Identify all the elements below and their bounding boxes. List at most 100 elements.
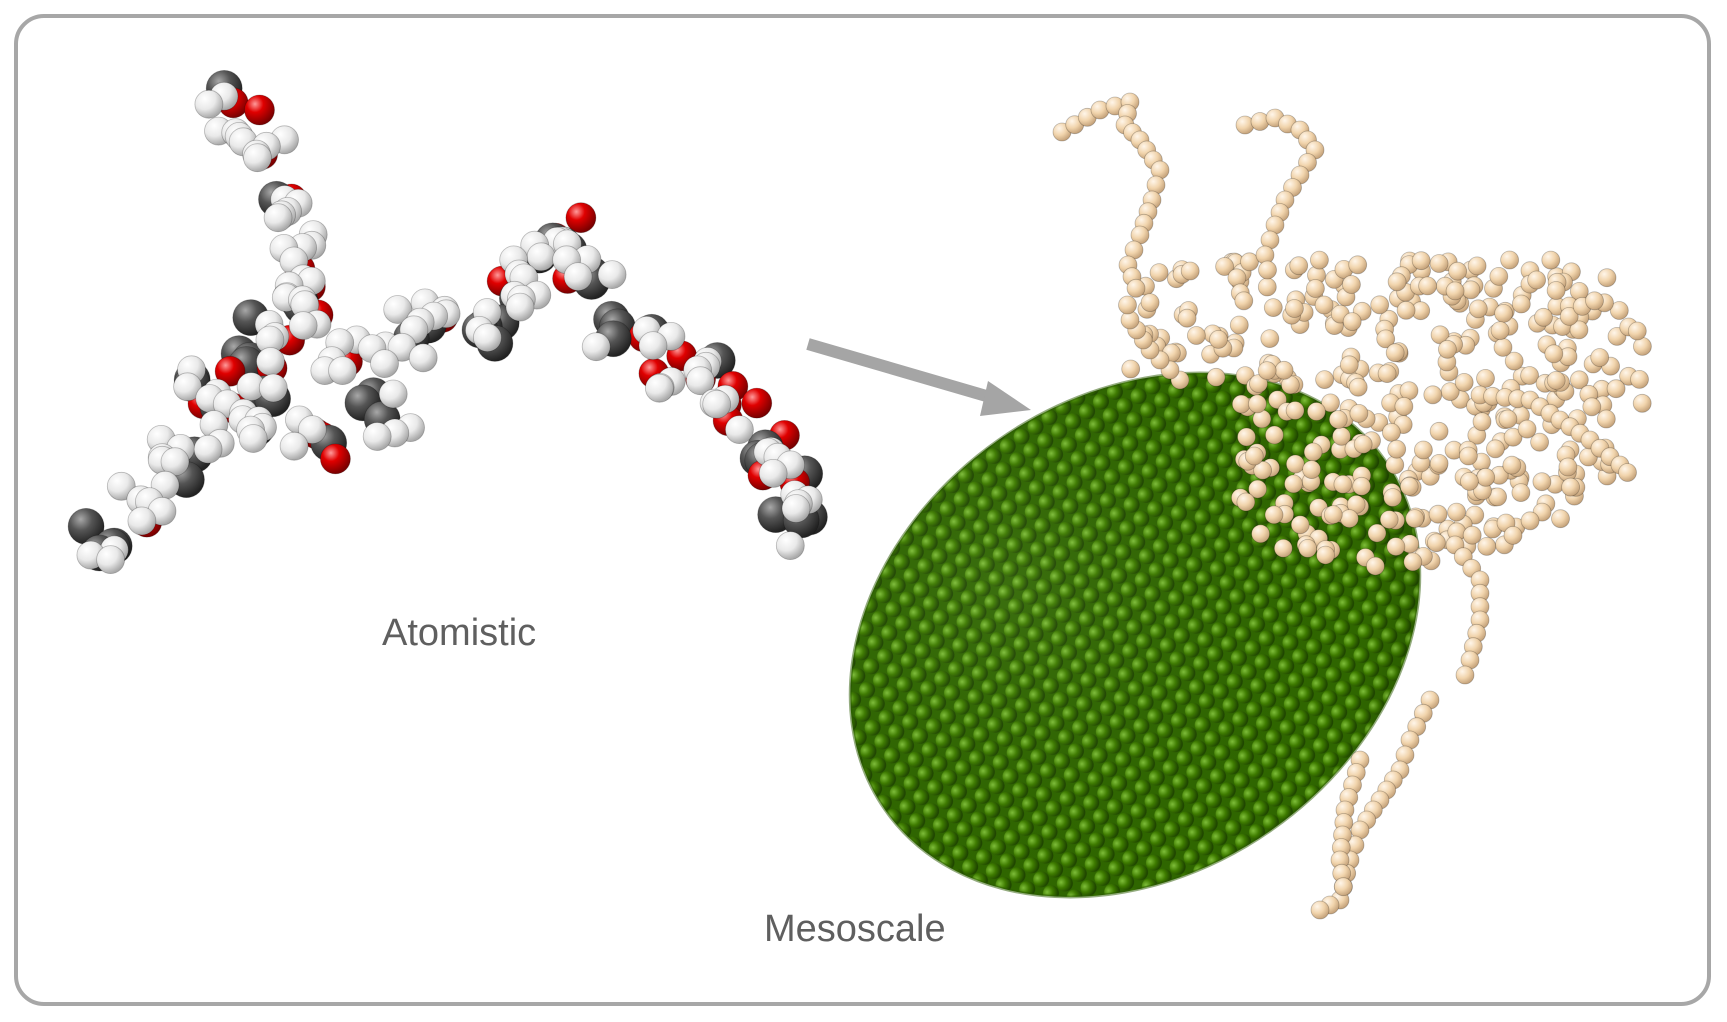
atomistic-label: Atomistic xyxy=(382,612,537,654)
polymer-bead xyxy=(1627,321,1647,341)
polymer-bead xyxy=(1290,515,1310,535)
polymer-bead xyxy=(1468,299,1488,319)
hydrogen-atom xyxy=(581,332,611,362)
polymer-bead xyxy=(1253,460,1272,480)
polymer-bead xyxy=(1493,337,1513,357)
polymer-bead xyxy=(1504,351,1524,371)
polymer-bead xyxy=(1260,329,1280,349)
polymer-bead xyxy=(1569,320,1589,340)
polymer-chain-beads xyxy=(1052,92,1652,920)
polymer-bead xyxy=(1249,374,1268,394)
polymer-bead xyxy=(1428,504,1448,524)
polymer-bead xyxy=(1387,272,1407,292)
polymer-bead xyxy=(1476,368,1495,388)
arrow-icon xyxy=(806,338,1031,416)
polymer-bead xyxy=(1551,509,1570,529)
hydrogen-atom xyxy=(258,373,288,403)
polymer-bead xyxy=(1229,315,1249,335)
polymer-bead xyxy=(1118,295,1137,315)
polymer-bead xyxy=(1321,393,1340,413)
polymer-bead xyxy=(1302,460,1321,480)
polymer-bead xyxy=(1383,488,1403,507)
polymer-bead xyxy=(1264,505,1284,525)
polymer-bead xyxy=(1597,268,1617,288)
polymer-bead xyxy=(1527,270,1546,290)
polymer-bead xyxy=(1423,385,1443,405)
polymer-bead xyxy=(1180,261,1200,281)
polymer-bead xyxy=(1263,298,1283,318)
polymer-bead xyxy=(1503,427,1523,447)
polymer-bead xyxy=(1606,379,1626,399)
polymer-bead xyxy=(1140,293,1160,313)
polymer-bead xyxy=(1447,502,1466,522)
polymer-bead xyxy=(1582,397,1602,417)
polymer-bead xyxy=(1310,250,1329,270)
polymer-bead xyxy=(1430,325,1450,345)
polymer-bead xyxy=(1405,509,1425,528)
hydrogen-atom xyxy=(378,379,408,409)
polymer-bead xyxy=(1248,479,1267,499)
hydrogen-atom xyxy=(563,262,593,292)
polymer-bead xyxy=(1414,440,1433,460)
polymer-bead xyxy=(1411,251,1431,271)
polymer-bead xyxy=(1502,455,1522,475)
polymer-bead xyxy=(1558,457,1578,477)
polymer-bead xyxy=(1517,419,1537,439)
polymer-bead xyxy=(1298,539,1318,558)
polymer-bead xyxy=(1559,306,1579,326)
polymer-bead xyxy=(1284,474,1303,494)
polymer-bead xyxy=(1618,463,1637,482)
polymer-bead xyxy=(1377,364,1397,384)
hydrogen-atom xyxy=(781,494,811,523)
polymer-bead xyxy=(1379,510,1399,529)
hydrogen-atom xyxy=(408,343,438,373)
figure-frame xyxy=(14,14,1711,1006)
polymer-bead xyxy=(1209,329,1228,349)
polymer-bead xyxy=(1630,369,1649,389)
polymer-bead xyxy=(1187,326,1206,345)
hydrogen-atom xyxy=(638,331,668,361)
polymer-bead xyxy=(1511,294,1531,314)
oxygen-atom xyxy=(741,387,773,419)
polymer-bead xyxy=(1459,446,1478,466)
polymer-bead xyxy=(1273,538,1293,558)
hydrogen-atom xyxy=(645,373,674,403)
polymer-bead xyxy=(1177,308,1197,328)
polymer-bead xyxy=(1609,301,1629,320)
polymer-bead xyxy=(1520,366,1539,385)
polymer-bead xyxy=(1546,281,1566,300)
mesoscale-label: Mesoscale xyxy=(764,908,946,950)
polymer-bead xyxy=(1386,537,1406,556)
polymer-bead xyxy=(1455,665,1475,685)
polymer-bead xyxy=(1448,261,1467,281)
hydrogen-atom xyxy=(597,260,627,290)
polymer-bead xyxy=(1307,402,1326,421)
polymer-bead xyxy=(1366,556,1385,576)
polymer-bead xyxy=(1387,439,1407,459)
polymer-bead xyxy=(1590,348,1610,367)
polymer-bead xyxy=(1244,446,1264,466)
polymer-bead xyxy=(1427,533,1446,553)
polymer-bead xyxy=(1367,523,1387,543)
polymer-bead xyxy=(1520,511,1540,531)
polymer-bead xyxy=(1445,281,1465,301)
polymer-bead xyxy=(1534,307,1553,327)
polymer-bead xyxy=(1477,537,1497,556)
polymer-bead xyxy=(1429,453,1449,473)
polymer-bead xyxy=(1462,525,1482,545)
polymer-bead xyxy=(1248,394,1267,414)
polymer-bead xyxy=(1257,361,1277,381)
hydrogen-atom xyxy=(243,143,272,173)
polymer-bead xyxy=(1333,877,1353,897)
polymer-bead xyxy=(1461,280,1481,300)
polymer-bead xyxy=(1274,360,1294,380)
polymer-bead xyxy=(1460,471,1479,491)
polymer-bead xyxy=(1530,432,1549,452)
hydrogen-atom xyxy=(238,424,268,453)
polymer-bead xyxy=(1303,442,1323,462)
hydrogen-atom xyxy=(288,311,318,341)
hydrogen-atom xyxy=(775,531,805,560)
polymer-bead xyxy=(1315,370,1334,390)
polymer-bead xyxy=(1323,505,1343,524)
